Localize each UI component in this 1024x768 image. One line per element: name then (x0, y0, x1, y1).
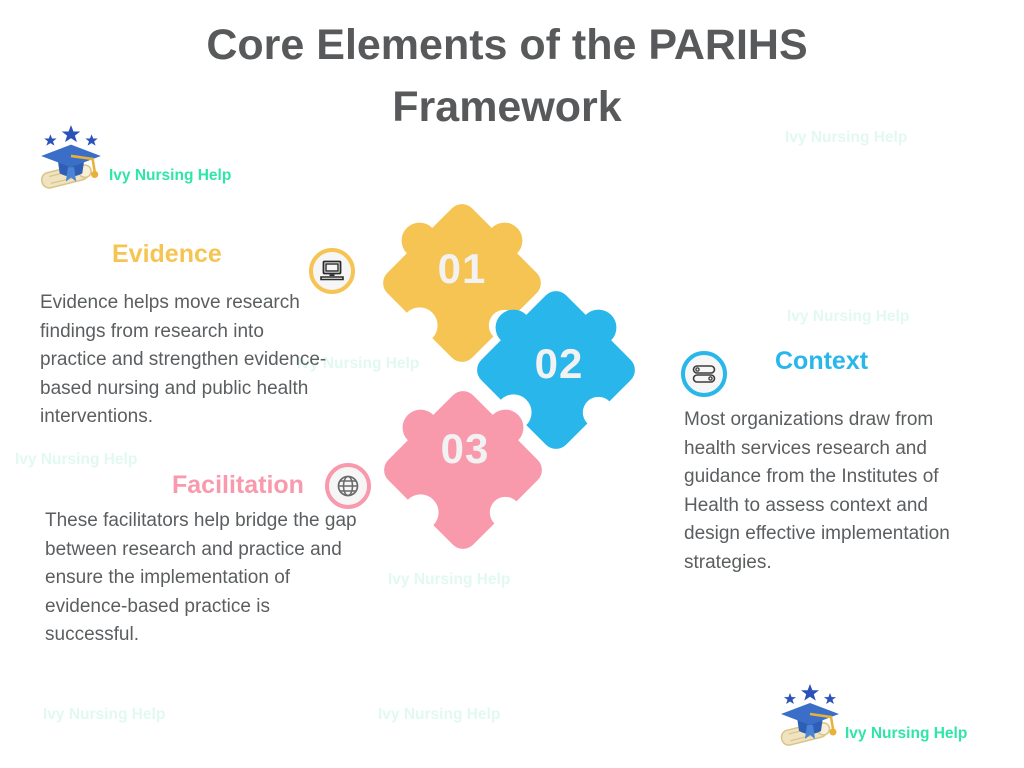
page-title-line2: Framework (392, 83, 622, 131)
page-title: Core Elements of the PARIHS Framework (0, 14, 1014, 138)
step-number-2: 02 (534, 340, 584, 387)
facilitation-heading: Facilitation (172, 471, 304, 499)
page-title-line1: Core Elements of the PARIHS (206, 21, 808, 69)
facilitation-description: These facilitators help bridge the gap b… (45, 510, 357, 645)
brand-name: Ivy Nursing Help (845, 725, 968, 742)
watermark: Ivy Nursing Help (297, 355, 420, 372)
facilitation-icon-circle (325, 463, 371, 509)
step-number-1: 01 (437, 245, 487, 292)
watermark: Ivy Nursing Help (787, 308, 910, 325)
watermark: Ivy Nursing Help (378, 706, 501, 723)
evidence-heading: Evidence (112, 240, 222, 268)
context-description: Most organizations draw from health serv… (684, 409, 950, 573)
brand-name: Ivy Nursing Help (109, 167, 232, 184)
graduation-cap-icon (780, 684, 839, 746)
graduation-cap-icon (40, 125, 101, 189)
toggle-switches-icon (692, 365, 716, 383)
laptop-icon (320, 260, 344, 281)
context-icon-circle (681, 351, 727, 397)
evidence-icon-circle (309, 248, 355, 294)
watermark: Ivy Nursing Help (15, 451, 138, 468)
globe-icon (337, 475, 359, 497)
watermark: Ivy Nursing Help (388, 571, 511, 588)
watermark: Ivy Nursing Help (785, 129, 908, 146)
step-number-3: 03 (440, 425, 490, 472)
context-heading: Context (775, 347, 869, 375)
evidence-description: Evidence helps move research findings fr… (40, 292, 327, 427)
watermark: Ivy Nursing Help (43, 706, 166, 723)
brand-logo-bottom-right: Ivy Nursing Help (775, 681, 975, 756)
brand-logo-top-left: Ivy Nursing Help (35, 122, 235, 197)
